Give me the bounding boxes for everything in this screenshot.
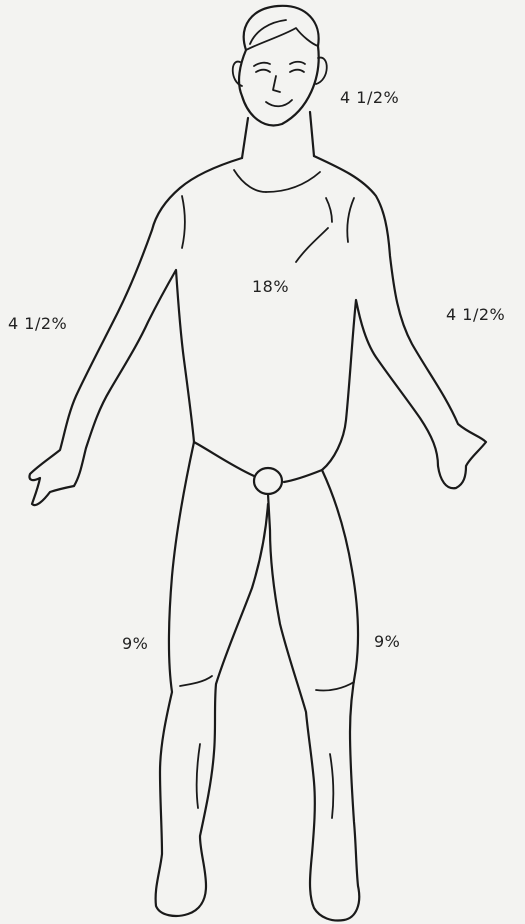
pelvis	[194, 442, 322, 494]
legs	[156, 442, 360, 921]
head-percentage-label: 4 1/2%	[340, 88, 399, 107]
left-arm-percentage-label: 4 1/2%	[446, 305, 505, 324]
left-leg-percentage-label: 9%	[374, 632, 400, 651]
torso-arms-outline	[29, 156, 486, 505]
neck	[242, 118, 248, 158]
head	[233, 6, 327, 126]
trunk-percentage-label: 18%	[252, 277, 289, 296]
neck	[310, 112, 314, 156]
right-leg-percentage-label: 9%	[122, 634, 148, 653]
right-arm-percentage-label: 4 1/2%	[8, 314, 67, 333]
